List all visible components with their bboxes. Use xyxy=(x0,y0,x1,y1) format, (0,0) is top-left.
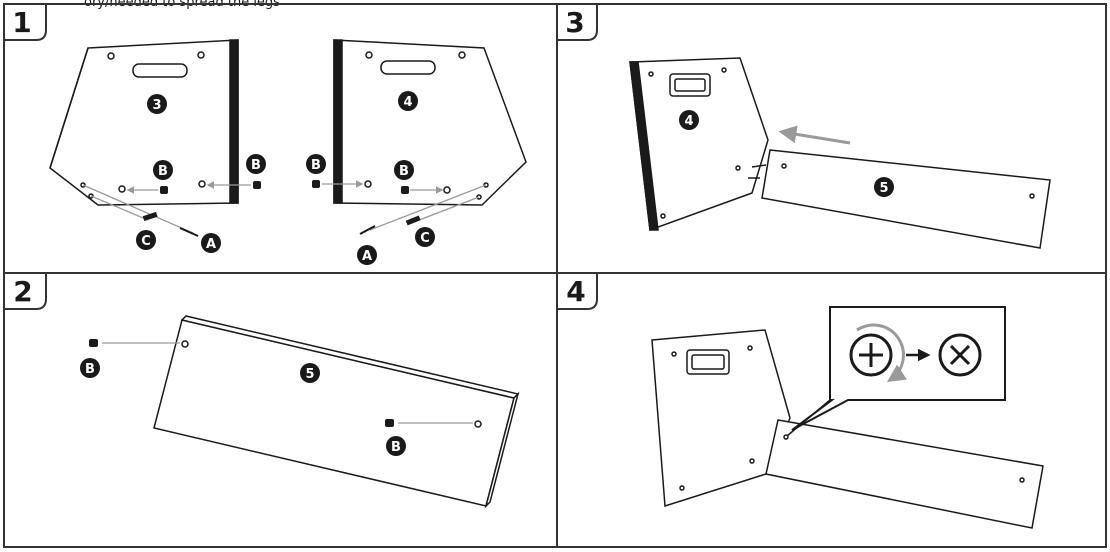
cam-unlocked-icon xyxy=(849,323,907,382)
panel-step-1 xyxy=(49,39,527,206)
label-c-left: C xyxy=(136,230,156,250)
svg-text:4: 4 xyxy=(403,95,412,110)
step-tab-2: 2 xyxy=(3,272,47,310)
step-number: 3 xyxy=(565,6,584,39)
label-part-4: 4 xyxy=(398,91,418,111)
svg-text:B: B xyxy=(391,440,401,455)
step-tab-3: 3 xyxy=(556,3,598,41)
board-step4 xyxy=(765,419,1044,529)
label-part-5: 5 xyxy=(300,363,320,383)
svg-text:B: B xyxy=(311,158,321,173)
label-c-right: C xyxy=(415,227,435,247)
bolt-icon xyxy=(179,225,376,237)
label-part-5: 5 xyxy=(874,177,894,197)
svg-text:B: B xyxy=(158,164,168,179)
panel-1-hardware: B B B B C C A A 3 4 xyxy=(82,91,487,265)
svg-text:3: 3 xyxy=(152,98,161,113)
cam-lock-icon xyxy=(89,339,394,427)
svg-text:B: B xyxy=(85,362,95,377)
dowel-icon xyxy=(142,211,421,226)
label-part-3: 3 xyxy=(147,94,167,114)
label-b-1: B xyxy=(80,358,100,378)
side-panel-step4 xyxy=(651,329,791,508)
side-panel-4 xyxy=(333,39,527,206)
label-b-right1: B xyxy=(306,154,326,174)
step-number: 1 xyxy=(12,6,31,39)
side-panel-4-step3 xyxy=(629,57,769,232)
step-tab-4: 4 xyxy=(556,272,598,310)
panel-step-3: 4 5 xyxy=(629,57,1051,249)
cam-locked-icon xyxy=(938,333,982,377)
label-b-left1: B xyxy=(153,160,173,180)
svg-text:5: 5 xyxy=(305,367,314,382)
label-b-left2: B xyxy=(246,154,266,174)
cam-lock-icon xyxy=(160,180,409,194)
panel-step-4 xyxy=(651,306,1044,529)
svg-text:4: 4 xyxy=(684,114,693,129)
svg-text:A: A xyxy=(362,249,372,264)
side-panel-3 xyxy=(49,39,239,206)
svg-text:B: B xyxy=(399,164,409,179)
board-5-step3 xyxy=(761,149,1051,249)
step-tab-1: 1 xyxy=(3,3,47,41)
board-5 xyxy=(153,315,520,509)
label-a-left: A xyxy=(201,233,221,253)
svg-text:B: B xyxy=(251,158,261,173)
svg-text:5: 5 xyxy=(879,181,888,196)
svg-text:A: A xyxy=(206,237,216,252)
label-b-2: B xyxy=(386,436,406,456)
step-number: 4 xyxy=(566,275,585,308)
label-a-right: A xyxy=(357,245,377,265)
svg-text:C: C xyxy=(420,231,430,246)
step-number: 2 xyxy=(13,275,32,308)
label-b-right2: B xyxy=(394,160,414,180)
label-part-4: 4 xyxy=(679,110,699,130)
panel-step-2: B B 5 xyxy=(80,315,520,509)
svg-text:C: C xyxy=(141,234,151,249)
